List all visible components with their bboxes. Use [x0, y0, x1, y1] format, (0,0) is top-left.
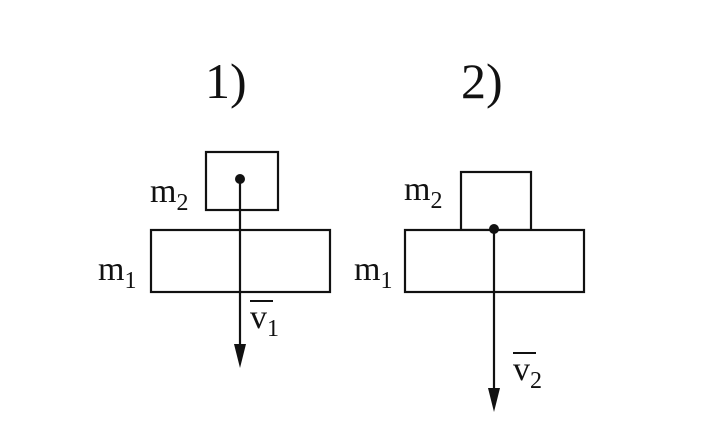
panel-1-label: 1): [205, 53, 247, 109]
panel-1-bottom-mass-label: m1: [98, 251, 136, 294]
panel-2-top-mass-label: m2: [404, 171, 442, 214]
panel-1: 1) m2 m1 v1: [98, 53, 332, 368]
panel-1-velocity-arrow-head: [234, 344, 246, 368]
panel-1-top-mass-label: m2: [150, 173, 188, 216]
panel-2-velocity-arrow-head: [488, 388, 500, 412]
panel-2-label: 2): [461, 53, 503, 109]
panel-2-top-block: [459, 170, 533, 232]
panel-2-velocity-label: v2: [513, 351, 542, 394]
panel-1-velocity-label: v1: [250, 299, 279, 342]
panel-2-bottom-mass-label: m1: [354, 251, 392, 294]
panel-2: 2) m2 m1 v2: [354, 53, 586, 412]
